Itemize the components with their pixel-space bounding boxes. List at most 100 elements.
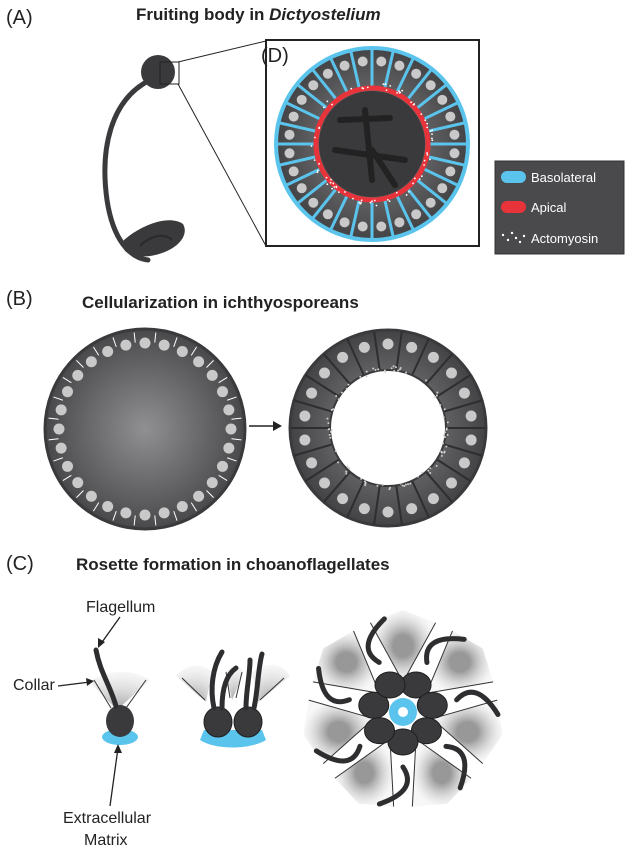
nucleus (56, 443, 67, 454)
coenocyte (45, 329, 245, 529)
actomyosin-dot (311, 145, 313, 147)
actomyosin-dot (443, 452, 445, 454)
nucleus (299, 411, 310, 422)
fruiting-body (105, 41, 266, 260)
nucleus (159, 507, 170, 518)
nucleus (449, 148, 459, 158)
actomyosin-dot (436, 394, 438, 396)
nucleus (446, 478, 457, 489)
actomyosin-dot (360, 478, 362, 480)
actomyosin-dot (397, 370, 399, 372)
nucleus (193, 491, 204, 502)
actomyosin-dot (391, 367, 393, 369)
actomyosin-dot (361, 199, 363, 201)
nucleus (376, 57, 386, 67)
actomyosin-dot (335, 395, 337, 397)
nucleus (358, 221, 368, 231)
actomyosin-dot (331, 429, 333, 431)
transition-arrow-head (273, 421, 282, 431)
nucleus (140, 338, 151, 349)
panel-c-title: Rosette formation in choanoflagellates (76, 555, 390, 574)
actomyosin-dot (329, 434, 331, 436)
panel-b-letter: (B) (6, 288, 33, 310)
nucleus (177, 346, 188, 357)
actomyosin-dot (326, 418, 328, 420)
actomyosin-dot (332, 183, 334, 185)
actomyosin-dot (377, 368, 379, 370)
actomyosin-dot (424, 119, 426, 121)
actomyosin-dot (366, 371, 368, 373)
actomyosin-dot (430, 130, 432, 132)
actomyosin-dot (385, 83, 387, 85)
nucleus (449, 130, 459, 140)
legend-label-actomyosin: Actomyosin (531, 231, 598, 246)
nucleus (340, 61, 350, 71)
actomyosin-dot (413, 104, 415, 106)
actomyosin-dot (345, 471, 347, 473)
actomyosin-dot (429, 472, 431, 474)
two-cell-stage (176, 652, 290, 748)
actomyosin-dot (424, 160, 426, 162)
actomyosin-dot (341, 392, 343, 394)
actomyosin-dot (372, 367, 374, 369)
actomyosin-dot (384, 371, 386, 373)
actomyosin-dot (417, 476, 419, 478)
nucleus (102, 501, 113, 512)
actomyosin-dot (436, 392, 438, 394)
legend-label-apical: Apical (531, 200, 567, 215)
nucleus (445, 112, 455, 122)
actomyosin-dot (323, 106, 325, 108)
actomyosin-dot (421, 175, 423, 177)
rosette-colony (304, 610, 503, 807)
actomyosin-dot (426, 154, 428, 156)
actomyosin-dot (399, 92, 401, 94)
panel-d-letter: (D) (261, 45, 289, 67)
actomyosin-dot (410, 101, 412, 103)
nucleus (319, 367, 330, 378)
actomyosin-dot (400, 483, 402, 485)
actomyosin-dot (447, 434, 449, 436)
actomyosin-dot (337, 461, 339, 463)
actomyosin-dot (423, 164, 425, 166)
actomyosin-dot (376, 205, 378, 207)
actomyosin-dot (314, 159, 316, 161)
actomyosin-dot (331, 104, 333, 106)
actomyosin-dot (346, 466, 348, 468)
actomyosin-dot (402, 485, 404, 487)
actomyosin-dot (328, 428, 330, 430)
actomyosin-dot (431, 138, 433, 140)
actomyosin-dot (358, 202, 360, 204)
arrow-collar (58, 682, 90, 686)
label-collar: Collar (13, 677, 55, 694)
rosette-cell-body (417, 692, 447, 718)
actomyosin-dot (401, 90, 403, 92)
actomyosin-dot (365, 482, 367, 484)
actomyosin-dot (444, 431, 446, 433)
actomyosin-dot (393, 370, 395, 372)
actomyosin-dot (439, 404, 441, 406)
rosette-cell-body (365, 718, 395, 744)
nucleus (120, 340, 131, 351)
nucleus (285, 148, 295, 158)
nucleus (337, 493, 348, 504)
actomyosin-dot (441, 455, 443, 457)
actomyosin-dot (427, 470, 429, 472)
legend-swatch-basolateral (501, 171, 526, 183)
panel-d-epithelial-ring (276, 48, 468, 240)
actomyosin-dot (318, 163, 320, 165)
nucleus (217, 386, 228, 397)
actomyosin-dot (326, 100, 328, 102)
actomyosin-dot (386, 89, 388, 91)
nucleus (226, 424, 237, 435)
actomyosin-dot (374, 369, 376, 371)
nucleus (72, 370, 83, 381)
actomyosin-dot (445, 445, 447, 447)
nucleus (426, 198, 436, 208)
nucleus (102, 346, 113, 357)
actomyosin-dot (419, 178, 421, 180)
actomyosin-dot (442, 442, 444, 444)
arrow-ecm (110, 748, 118, 806)
nucleus (340, 217, 350, 227)
actomyosin-dot (414, 178, 416, 180)
